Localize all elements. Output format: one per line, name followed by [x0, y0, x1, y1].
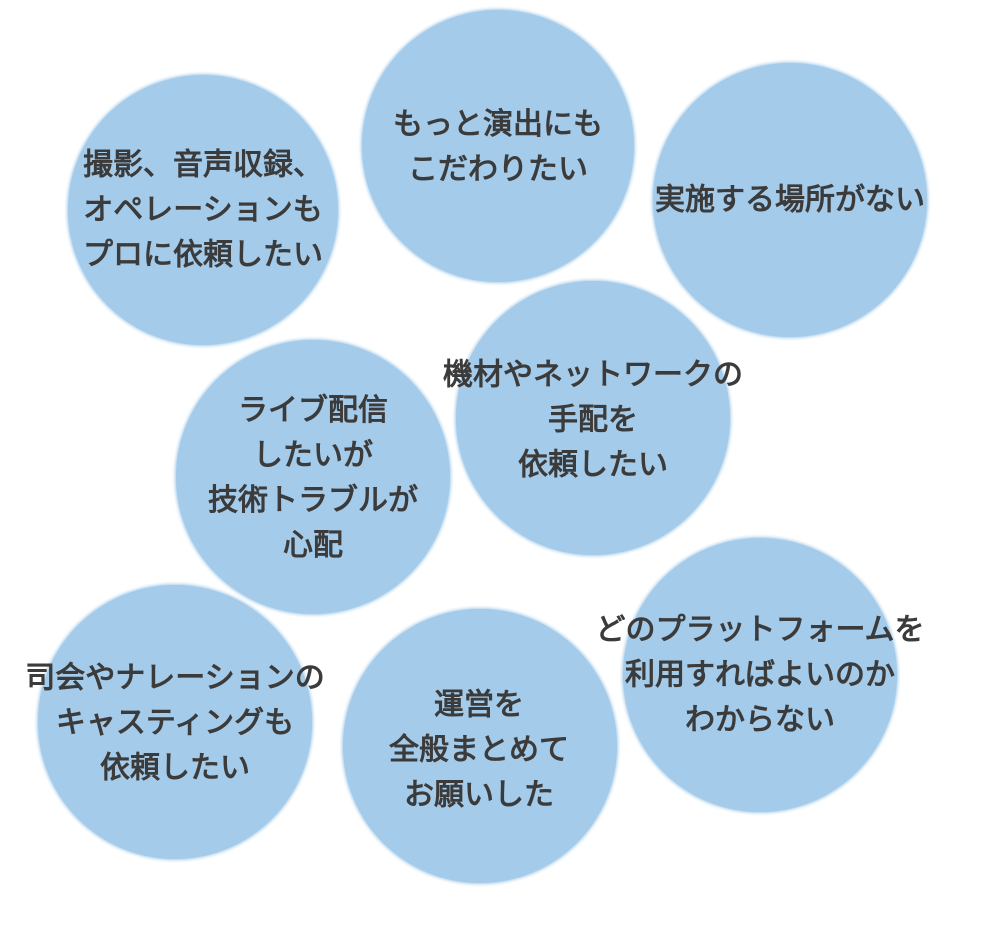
bubble-shooting	[68, 75, 338, 345]
bubble-equipment	[456, 281, 730, 555]
label-line: プロに依頼したい	[83, 238, 323, 272]
label-line: 撮影、音声収録、	[83, 148, 323, 182]
label-line: 依頼したい	[100, 751, 250, 785]
bubble-trouble	[176, 340, 450, 614]
label-line: 司会やナレーションの	[25, 661, 325, 695]
label-line: もっと演出にも	[393, 108, 603, 141]
bubble-operation	[343, 609, 617, 883]
bubble-casting	[38, 585, 312, 859]
label-venue: 実施する場所がない	[655, 178, 925, 223]
label-line: 機材やネットワークの	[443, 358, 743, 392]
label-line: 依頼したい	[518, 448, 668, 482]
label-operation: 運営を 全般まとめて お願いした	[389, 683, 569, 818]
label-line: 手配を	[548, 403, 638, 437]
label-line: わからない	[684, 703, 835, 737]
label-trouble: ライブ配信 したいが 技術トラブルが 心配	[208, 388, 418, 568]
label-line: 心配	[283, 529, 343, 562]
label-line: 技術トラブルが	[208, 484, 418, 517]
label-line: お願いした	[404, 778, 554, 812]
label-line: 運営を	[434, 688, 524, 722]
bubble-direction	[362, 10, 634, 282]
label-casting: 司会やナレーションの キャスティングも 依頼したい	[25, 656, 324, 791]
bubble-platform	[623, 538, 897, 812]
label-line: どのプラットフォームを	[595, 613, 925, 647]
label-platform: どのプラットフォームを 利用すればよいのか わからない	[595, 608, 924, 743]
label-line: キャスティングも	[55, 706, 295, 740]
label-line: したいが	[253, 439, 373, 472]
label-equipment: 機材やネットワークの 手配を 依頼したい	[443, 353, 743, 488]
label-shooting: 撮影、音声収録、 オペレーションも プロに依頼したい	[83, 143, 323, 278]
label-line: こだわりたい	[408, 153, 588, 186]
label-line: オペレーションも	[83, 193, 323, 227]
label-line: 全般まとめて	[389, 733, 569, 767]
label-line: 実施する場所がない	[655, 183, 925, 217]
label-line: 利用すればよいのか	[624, 658, 895, 692]
label-direction: もっと演出にも こだわりたい	[393, 102, 603, 192]
bubble-venue	[653, 63, 927, 337]
label-line: ライブ配信	[238, 394, 388, 427]
